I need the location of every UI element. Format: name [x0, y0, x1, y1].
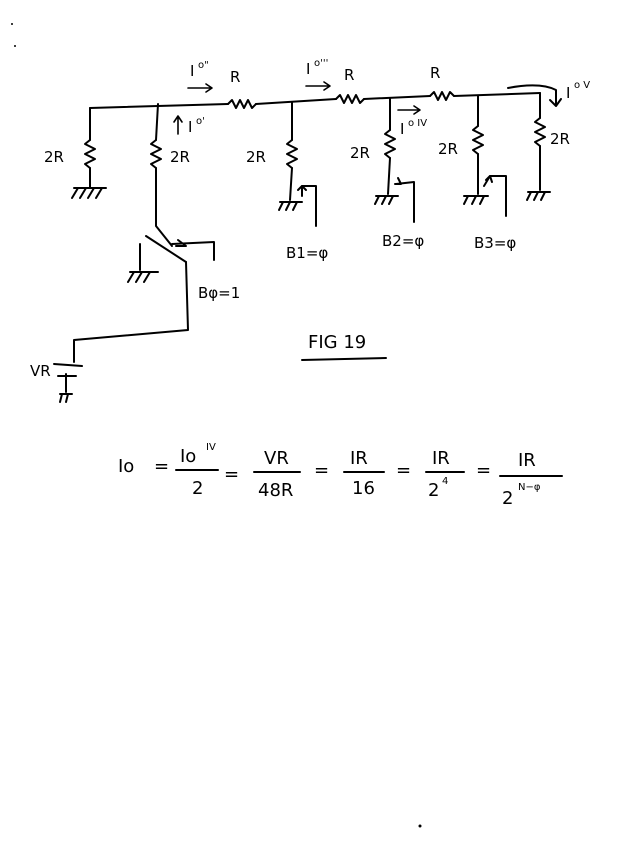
- switch-b0: [145, 235, 187, 263]
- eq-f2-den: 48R: [258, 480, 293, 501]
- resistor-2r-b2: [384, 129, 396, 159]
- leg-far-left: [71, 107, 107, 199]
- eq-equals-5: =: [476, 460, 491, 481]
- equation: Io = Io IV 2 = VR 48R = IR 16 = IR 2 4 =…: [118, 442, 563, 509]
- label-i0-dprime-sup: o": [198, 60, 209, 71]
- caption-underline: [301, 357, 387, 361]
- arrow-i0-dprime: [187, 83, 213, 93]
- eq-f2-num: VR: [264, 448, 289, 469]
- ground-symbol: [374, 195, 399, 205]
- output-current-arrow: [507, 84, 557, 105]
- leg-transistor: [73, 103, 215, 363]
- label-i0-tprime-sup: o''': [314, 58, 328, 69]
- label-i0-iv: I: [400, 120, 404, 138]
- label-i0-prime-sup: o': [196, 116, 205, 127]
- current-arrows: [173, 81, 421, 135]
- label-i0-tprime: I: [306, 60, 310, 78]
- eq-f5-den-sup: N−φ: [518, 482, 541, 493]
- label-switch-b0: Bφ=1: [198, 284, 240, 302]
- resistor-r-3: [429, 91, 455, 101]
- switch-b3: [483, 175, 507, 217]
- speck: [14, 45, 16, 47]
- label-2r-far-left: 2R: [44, 148, 64, 166]
- arrow-i0-tprime: [305, 81, 331, 91]
- eq-f4-den: 2: [428, 480, 439, 501]
- resistor-2r-transistor: [150, 139, 162, 169]
- resistor-r-1: [227, 99, 257, 109]
- speck: [418, 824, 422, 828]
- label-r-3: R: [430, 64, 440, 82]
- resistor-2r-far-left: [84, 139, 96, 169]
- resistor-2r-far-right: [534, 117, 546, 147]
- arrow-i0-prime: [173, 115, 183, 135]
- eq-f1-num: Io: [180, 446, 196, 467]
- speck: [11, 23, 13, 25]
- eq-term-io: Io: [118, 456, 134, 477]
- ground-symbol: [71, 187, 107, 199]
- resistor-2r-b3: [472, 125, 484, 155]
- label-r-1: R: [230, 68, 240, 86]
- ground-symbol: [278, 201, 303, 211]
- eq-f1-den: 2: [192, 478, 203, 499]
- label-switch-b3: B3=φ: [474, 234, 516, 252]
- label-i0-prime: I: [188, 118, 192, 136]
- leg-b3: [463, 95, 507, 217]
- label-2r-b3: 2R: [438, 140, 458, 158]
- ground-symbol: [526, 191, 551, 201]
- figure-caption: FIG 19: [308, 332, 366, 353]
- leg-b2: [374, 97, 415, 223]
- eq-f1-num-sup: IV: [206, 442, 216, 453]
- label-r-2: R: [344, 66, 354, 84]
- arrow-i0-iv: [397, 105, 421, 115]
- label-2r-transistor: 2R: [170, 148, 190, 166]
- eq-equals-1: =: [154, 456, 169, 477]
- eq-equals-2: =: [224, 464, 239, 485]
- ground-symbol: [127, 271, 159, 283]
- eq-equals-3: =: [314, 460, 329, 481]
- label-2r-b1: 2R: [246, 148, 266, 166]
- label-2r-b2: 2R: [350, 144, 370, 162]
- switch-b1: [301, 185, 317, 227]
- top-rail: [89, 91, 541, 109]
- leg-b1: [278, 101, 317, 227]
- switch-b2: [395, 181, 415, 223]
- eq-f3-num: IR: [350, 448, 368, 469]
- label-i0-v: I: [566, 84, 570, 102]
- label-i0-iv-sup: o IV: [408, 118, 427, 129]
- resistor-2r-b1: [286, 139, 298, 169]
- vr-source: [53, 363, 83, 403]
- label-switch-b2: B2=φ: [382, 232, 424, 250]
- label-i0-v-sup: o V: [574, 80, 590, 91]
- eq-f3-den: 16: [352, 478, 375, 499]
- ground-symbol: [463, 195, 489, 205]
- eq-equals-4: =: [396, 460, 411, 481]
- eq-f5-num: IR: [518, 450, 536, 471]
- eq-f5-den: 2: [502, 488, 513, 509]
- label-switch-b1: B1=φ: [286, 244, 328, 262]
- leg-far-right: [507, 84, 562, 201]
- eq-f4-den-sup: 4: [442, 476, 448, 487]
- label-2r-far-right: 2R: [550, 130, 570, 148]
- eq-f4-num: IR: [432, 448, 450, 469]
- ground-symbol: [59, 393, 73, 403]
- label-i0-dprime: I: [190, 62, 194, 80]
- resistor-r-2: [335, 94, 365, 104]
- label-vr-source: VR: [30, 362, 51, 380]
